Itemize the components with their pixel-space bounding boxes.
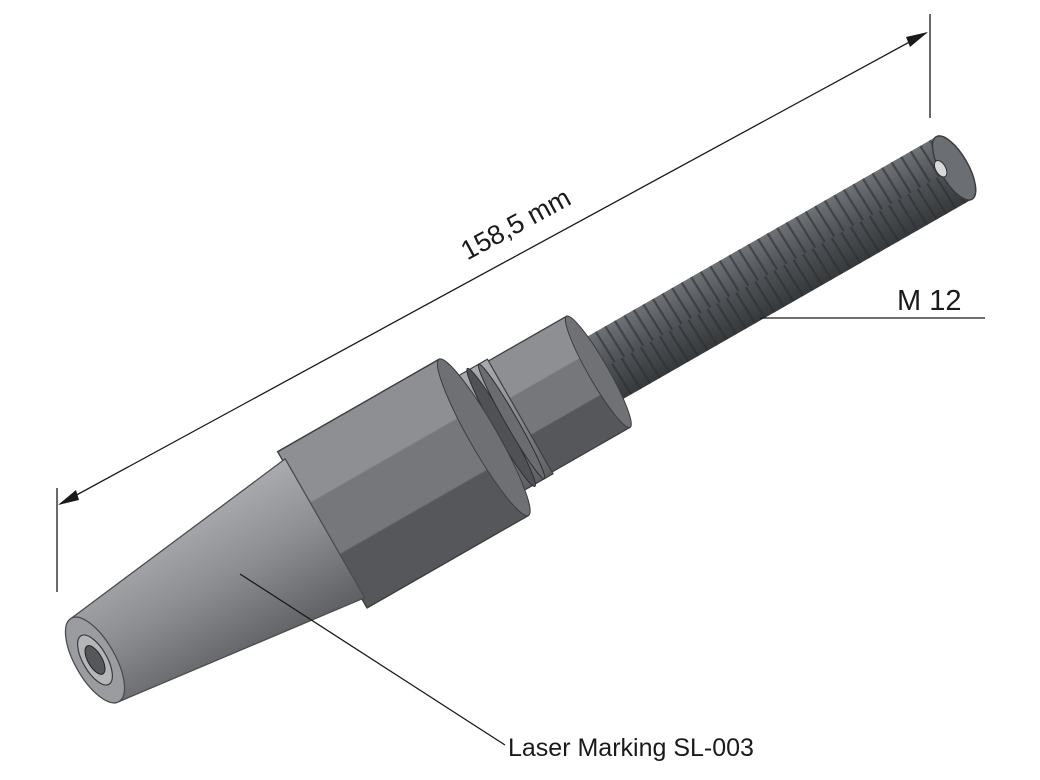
length-label: 158,5 mm — [456, 182, 576, 266]
marking-label: Laser Marking SL-003 — [508, 734, 754, 762]
small-hex-nut — [485, 315, 632, 474]
thread-label: M 12 — [897, 285, 961, 317]
cone-sleeve — [64, 457, 366, 704]
neck-rings — [447, 358, 554, 497]
leader-lines — [239, 317, 985, 746]
threaded-rod — [563, 135, 977, 413]
fitting — [64, 135, 977, 704]
large-hex-body — [276, 358, 531, 609]
length-dimension — [56, 14, 931, 592]
